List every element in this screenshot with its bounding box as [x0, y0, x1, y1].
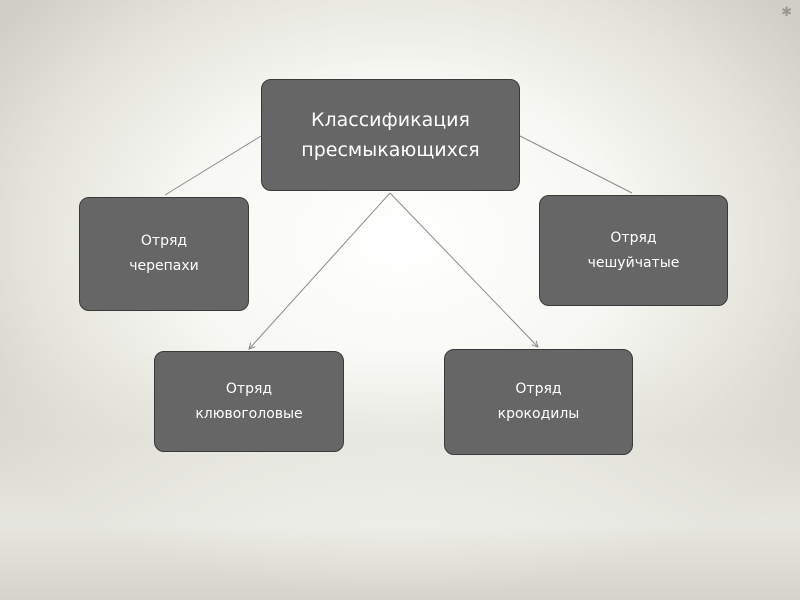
node-turtles-line-2: черепахи	[129, 258, 199, 274]
node-order-beakheads: Отряд клювоголовые	[154, 351, 344, 452]
node-order-squamata: Отряд чешуйчатые	[539, 195, 728, 306]
node-squamata-line-1: Отряд	[610, 229, 657, 246]
node-order-crocodiles: Отряд крокодилы	[444, 349, 633, 455]
root-node-line-2: пресмыкающихся	[301, 139, 480, 161]
connector-root-to-crocodiles	[389, 192, 538, 347]
node-beakheads-line-1: Отряд	[225, 380, 273, 397]
node-order-turtles: Отряд черепахи	[79, 197, 249, 311]
node-beakheads-line-2: клювоголовые	[195, 405, 303, 422]
root-node-line-1: Классификация	[311, 109, 470, 131]
asterisk-icon: ✱	[781, 5, 792, 20]
background-floor	[0, 350, 800, 600]
connector-root-to-beakheads	[249, 192, 391, 349]
node-crocodiles-line-2: крокодилы	[497, 406, 580, 422]
connector-root-to-squamata	[519, 135, 633, 194]
node-squamata-line-2: чешуйчатые	[587, 254, 680, 271]
node-turtles-line-1: Отряд	[140, 233, 188, 249]
node-crocodiles-line-1: Отряд	[515, 381, 562, 397]
connector-root-to-turtles	[164, 135, 262, 196]
root-node-reptile-classification: Классификация пресмыкающихся	[261, 79, 520, 191]
